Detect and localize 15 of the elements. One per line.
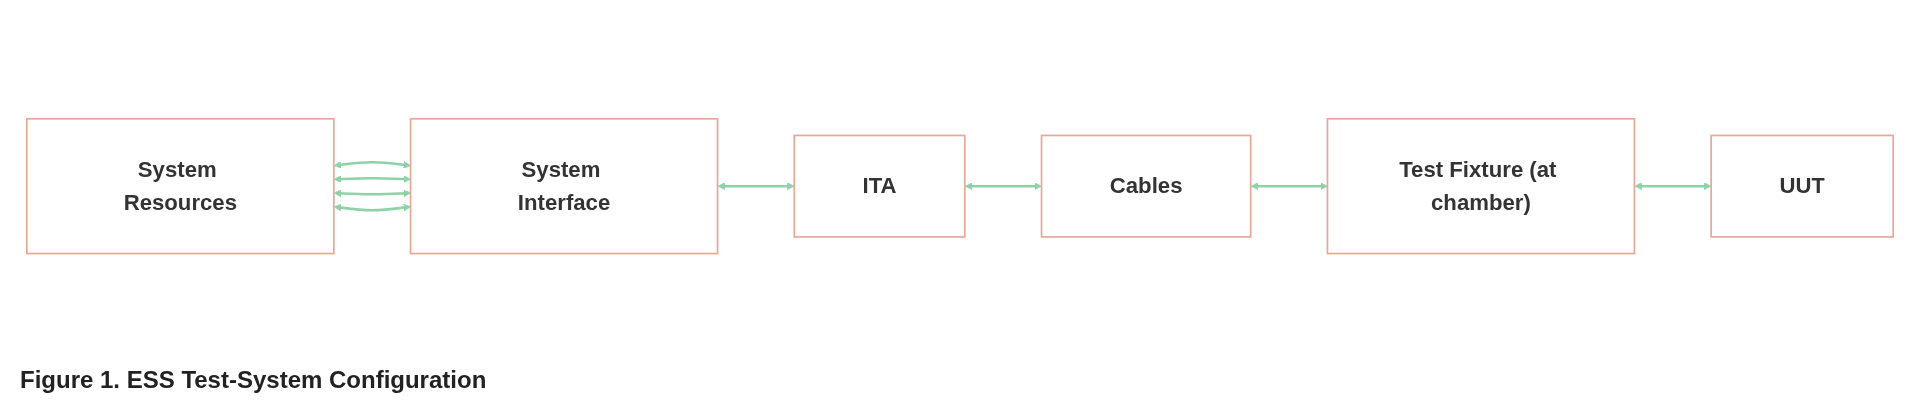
node-box: ITA xyxy=(793,134,966,238)
arrow xyxy=(333,203,411,212)
arrow xyxy=(1250,182,1328,190)
arrow xyxy=(333,189,411,197)
node-box: System Resources xyxy=(25,117,335,255)
arrow xyxy=(333,175,411,183)
node-box: UUT xyxy=(1710,134,1895,238)
node-box: Test Fixture (at chamber) xyxy=(1326,117,1636,255)
arrow xyxy=(964,182,1042,190)
arrow xyxy=(717,182,795,190)
arrow xyxy=(1634,182,1712,190)
arrow xyxy=(333,160,411,169)
node-box: System Interface xyxy=(409,117,719,255)
node-box: Cables xyxy=(1040,134,1252,238)
figure-caption: Figure 1. ESS Test-System Configuration xyxy=(19,365,488,395)
